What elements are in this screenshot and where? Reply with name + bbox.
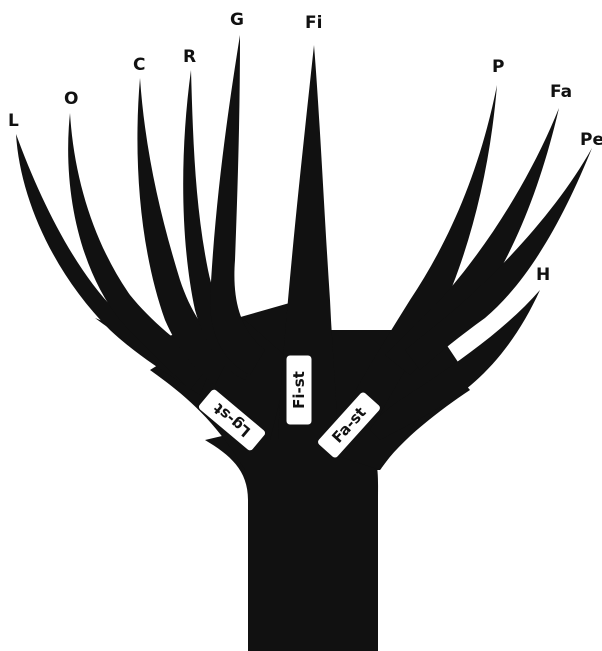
branch-label-pe: Pe (580, 130, 602, 150)
stem-label-fi-st-text: Fi-st (290, 371, 308, 409)
branch-label-fi: Fi (305, 13, 322, 33)
branch-label-o: O (64, 89, 78, 109)
branch-label-p: P (492, 57, 504, 77)
branch-label-g: G (230, 10, 244, 30)
branch-label-r: R (183, 47, 196, 67)
branch-label-c: C (133, 55, 145, 75)
branch-label-l: L (8, 111, 19, 131)
branch-label-h: H (536, 265, 550, 285)
branch-label-fa: Fa (550, 82, 572, 102)
stem-label-fi-st: Fi-st (287, 356, 311, 424)
